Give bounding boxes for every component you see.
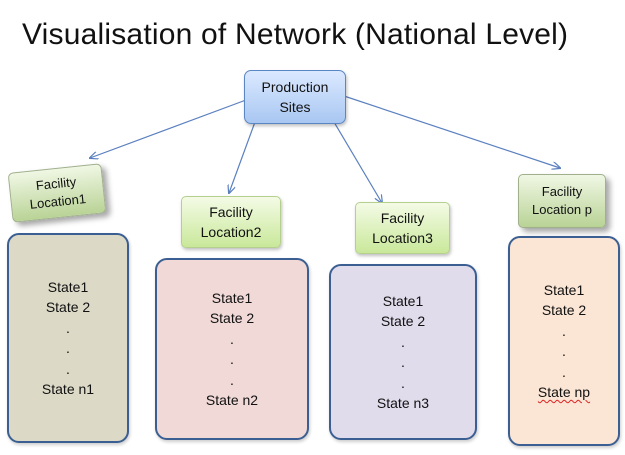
facility-label-line1: Facility bbox=[380, 210, 425, 226]
state-line: . bbox=[401, 333, 405, 350]
state-line: State1 bbox=[211, 289, 253, 306]
facility-label-line2: Location p bbox=[532, 202, 592, 217]
state-line: State n1 bbox=[41, 381, 95, 397]
arrow-to-location-p bbox=[343, 95, 560, 168]
state-line: . bbox=[230, 351, 234, 367]
arrow-to-location1 bbox=[90, 99, 247, 158]
state-line: . bbox=[401, 374, 405, 391]
diagram-title: Visualisation of Network (National Level… bbox=[22, 18, 569, 51]
production-label-line1: Production bbox=[261, 79, 329, 95]
state-line: . bbox=[562, 343, 566, 359]
state-line: State 2 bbox=[380, 313, 426, 329]
facility-label-line2: Location2 bbox=[200, 224, 262, 240]
state-line: . bbox=[401, 354, 405, 370]
state-line: State1 bbox=[543, 281, 585, 298]
state-list-box-1: State1 State 2 . . . State n1 bbox=[7, 233, 129, 443]
arrow-to-location2 bbox=[229, 121, 256, 193]
state-line: . bbox=[66, 319, 70, 336]
state-line: State 2 bbox=[209, 310, 255, 326]
state-list-box-3: State1 State 2 . . . State n3 bbox=[329, 264, 477, 440]
state-line: State 2 bbox=[45, 299, 91, 315]
facility-location2-node: Facility Location2 bbox=[181, 196, 281, 248]
state-list-box-4: State1 State 2 . . . State np bbox=[508, 236, 620, 446]
state-line: . bbox=[562, 322, 566, 339]
production-sites-node: Production Sites bbox=[244, 70, 346, 124]
facility-location-p-node: Facility Location p bbox=[518, 174, 606, 228]
state-line: . bbox=[66, 340, 70, 356]
arrow-to-location3 bbox=[333, 121, 382, 203]
state-line: State1 bbox=[47, 278, 89, 295]
state-line: . bbox=[66, 360, 70, 377]
state-line: . bbox=[562, 363, 566, 380]
state-line: State 2 bbox=[541, 302, 587, 318]
state-line: State n3 bbox=[376, 395, 430, 411]
state-list-box-2: State1 State 2 . . . State n2 bbox=[155, 258, 309, 440]
facility-location3-node: Facility Location3 bbox=[355, 202, 450, 254]
state-line: State1 bbox=[382, 292, 424, 309]
facility-label-line1: Facility bbox=[541, 184, 583, 199]
production-label-line2: Sites bbox=[279, 99, 311, 115]
facility-label-line1: Facility bbox=[209, 204, 253, 220]
state-line: State n2 bbox=[205, 392, 259, 408]
state-line: State np bbox=[537, 384, 591, 400]
facility-label-line2: Location3 bbox=[372, 230, 433, 246]
state-line: . bbox=[230, 371, 234, 388]
facility-location1-node: Facility Location1 bbox=[7, 163, 107, 223]
state-line: . bbox=[230, 330, 234, 347]
